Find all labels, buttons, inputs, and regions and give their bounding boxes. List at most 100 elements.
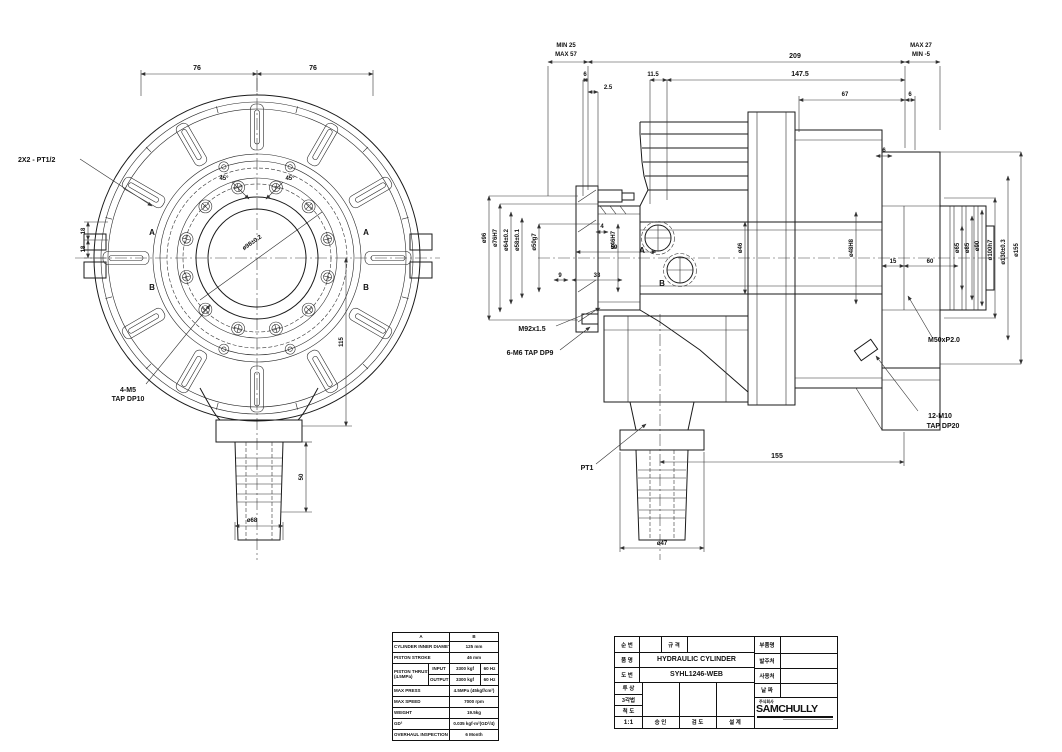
dim-209: 209	[789, 53, 801, 60]
spec-thrust-output: OUTPUT	[428, 674, 450, 686]
dim-min25: MIN 25	[556, 43, 576, 49]
side-view: A B MIN 25 MAX 57 209 MAX 27 MIN -5 6 2.…	[482, 43, 1023, 560]
port-marker-b: B	[659, 279, 665, 288]
dia-right-6: ø155	[1014, 243, 1020, 257]
spec-r1-label: CYLINDER INNER DIAMETER	[392, 641, 450, 653]
spec-col-b: B	[449, 632, 499, 642]
design-label: 설 계	[729, 720, 741, 726]
spec-thrust-input: INPUT	[428, 663, 450, 675]
dia-right-3: ø90	[975, 240, 981, 251]
seq-label: 순 번	[621, 642, 633, 649]
section-marker-b-right: B	[363, 283, 369, 292]
dim-45-left: 45°	[219, 176, 229, 182]
dim-155: 155	[771, 453, 783, 460]
title-block: 순 번 규 격 품 명 HYDRAULIC CYLINDER 도 번 SYHL1…	[614, 636, 838, 729]
spec-r2-value: 46 mm	[449, 652, 499, 664]
spec-thrust-input-kgf: 3300 kgf	[449, 663, 481, 675]
dim-2-5: 2.5	[604, 85, 613, 91]
tap-note-line1: 4-M5	[120, 387, 136, 394]
dia-46h7: ø46H7	[611, 230, 617, 249]
spec-r8-value: 0.035 kgf·m²(GD²/4)	[449, 718, 499, 730]
center-bore-label: ø98±0.2	[242, 234, 264, 252]
table-row: WEIGHT 19.5kg	[392, 707, 499, 719]
spec-r6-value: 7000 rpm	[449, 696, 499, 708]
company-prefix: 주식회사	[759, 699, 774, 704]
dim-18-lower: 18	[81, 245, 87, 252]
tap-note-6m6: 6-M6 TAP DP9	[507, 350, 554, 357]
dim-76-left: 76	[193, 65, 201, 72]
table-row: OVERHAUL INSPECTION PERIOD 6 Month	[392, 729, 499, 741]
dim-min-5: MIN -5	[912, 52, 931, 58]
name-label: 품 명	[621, 657, 633, 664]
dim-33: 33	[594, 273, 601, 279]
section-marker-a-left: A	[149, 228, 155, 237]
dim-76-right: 76	[309, 65, 317, 72]
logo-rule	[757, 716, 833, 718]
dim-6c: 6	[882, 148, 886, 154]
tap-note-12m10-line1: 12-M10	[928, 413, 952, 420]
spec-r5-value: 4.5MPa (45kgf/cm²)	[449, 685, 499, 697]
spec-r9-value: 6 Month	[449, 729, 499, 741]
dia-right-4: ø100h7	[988, 239, 994, 260]
dim-4: 4	[600, 224, 604, 230]
scale-value: 1:1	[623, 718, 634, 726]
check-label: 검 도	[691, 720, 704, 726]
dim-6a: 6	[583, 72, 587, 78]
dim-max27: MAX 27	[910, 43, 932, 49]
spec-r1-value: 125 mm	[449, 641, 499, 653]
rib-ring	[102, 103, 412, 413]
dim-11-5: 11.5	[647, 72, 659, 78]
dim-67: 67	[842, 92, 849, 98]
spec-table: A B CYLINDER INNER DIAMETER 125 mm PISTO…	[392, 632, 499, 741]
table-row: GD² 0.035 kgf·m²(GD²/4)	[392, 718, 499, 730]
spec-thrust-input-hz: 60 Hz	[480, 663, 499, 675]
dim-115: 115	[339, 337, 345, 347]
dia-left-3: ø64±0.2	[504, 228, 510, 251]
port-note-pt1: PT1	[581, 465, 594, 472]
company-logo: SAMCHULLY	[756, 703, 818, 715]
table-row: PISTON THRUST (4.5MPa) INPUT 3300 kgf 60…	[392, 663, 499, 686]
table-row: MAX PRESS 4.5MPa (45kgf/cm²)	[392, 685, 499, 697]
thread-note-m50: M50xP2.0	[928, 337, 960, 344]
tap-note-line2: TAP DP10	[112, 396, 145, 403]
port-note: 2X2 - PT1/2	[18, 157, 55, 164]
spec-r2-label: PISTON STROKE	[392, 652, 450, 664]
front-view: 76 76 45° 45° 18 18 115 50 ø68 2X2 - PT1…	[18, 65, 440, 560]
dia-left-5: ø50g7	[532, 233, 538, 251]
dim-15: 15	[890, 259, 897, 265]
tap-note-12m10-line2: TAP DP20	[927, 423, 960, 430]
date-label: 날 짜	[761, 688, 773, 694]
dia-left-2: ø76H7	[493, 228, 499, 247]
dim-dia68: ø68	[247, 518, 258, 524]
dim-60: 60	[927, 259, 934, 265]
spec-thrust-label: PISTON THRUST (4.5MPa)	[392, 663, 429, 686]
spec-col-a: A	[392, 632, 450, 642]
dim-max57: MAX 57	[555, 52, 577, 58]
dim-18-upper: 18	[81, 227, 87, 234]
drawing-no-label: 도 번	[621, 672, 633, 679]
dim-147-5: 147.5	[791, 71, 809, 78]
drawing-no-value: SYHL1246-WEB	[670, 671, 723, 678]
logo-tagline-bar	[783, 719, 833, 720]
projection-value: 3각법	[621, 697, 636, 704]
bolt-circle	[179, 161, 335, 355]
spec-r7-label: WEIGHT	[392, 707, 450, 719]
dim-50: 50	[299, 473, 305, 480]
spec-r8-label: GD²	[392, 718, 450, 730]
spec-r7-value: 19.5kg	[449, 707, 499, 719]
dim-45-right: 45°	[285, 176, 295, 182]
spec-thrust-output-hz: 60 Hz	[480, 674, 499, 686]
table-row: CYLINDER INNER DIAMETER 125 mm	[392, 641, 499, 653]
dia-right-5: ø130±0.3	[1001, 239, 1007, 265]
dia-48h8: ø48H8	[849, 238, 855, 257]
dim-6b: 6	[908, 92, 912, 98]
table-row: PISTON STROKE 46 mm	[392, 652, 499, 664]
dia-46: ø46	[738, 242, 744, 253]
spec-r5-label: MAX PRESS	[392, 685, 450, 697]
approve-label: 승 인	[654, 720, 667, 726]
spec-label: 규 격	[668, 642, 680, 649]
scale-label: 척 도	[622, 708, 635, 715]
bore-leader-line	[199, 211, 323, 301]
